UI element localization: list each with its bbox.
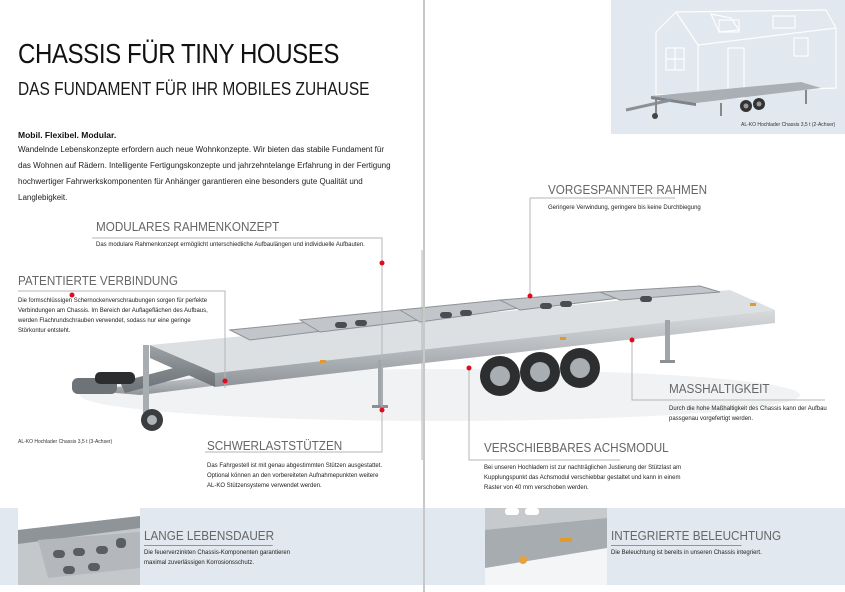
tiny-house-wireframe-illustration [625, 9, 837, 119]
axle-module [480, 348, 600, 396]
intro-headline: Mobil. Flexibel. Modular. [18, 130, 117, 140]
inset-chassis [625, 82, 821, 119]
callout-dots [69, 260, 635, 413]
bottom-feature-band [0, 508, 845, 585]
jockey-wheel-post [143, 345, 149, 415]
page-subtitle: DAS FUNDAMENT FÜR IHR MOBILES ZUHAUSE [18, 79, 370, 99]
feature-schwerlaststuetzen: SCHWERLASTSTÜTZEN Das Fahrgestell ist mi… [207, 438, 387, 491]
feature-title: LANGE LEBENSDAUER [144, 528, 274, 546]
page-title: CHASSIS FÜR TINY HOUSES [18, 38, 340, 69]
callout-dot-modular [379, 260, 385, 266]
callout-dot-verbindung [222, 378, 228, 384]
band-feature-lange-lebensdauer: LANGE LEBENSDAUER Die feuerverzinkten Ch… [144, 528, 304, 568]
chassis-frame [150, 290, 775, 373]
rear-light [519, 556, 527, 564]
feature-vorgespannter-rahmen: VORGESPANNTER RAHMEN Geringere Verwindun… [548, 182, 748, 213]
feature-verschiebbares-achsmodul: VERSCHIEBBARES ACHSMODUL Bei unseren Hoc… [484, 440, 689, 493]
thumbnail-lighting-detail [485, 508, 607, 585]
intro-body: Wandelnde Lebenskonzepte erfordern auch … [18, 145, 391, 202]
inset-image-caption: AL-KO Hochlader Chassis 3,5 t (2-Achser) [741, 122, 836, 128]
band-feature-integrierte-beleuchtung: INTEGRIERTE BELEUCHTUNG Die Beleuchtung … [611, 528, 791, 558]
callout-dot-rahmen [527, 293, 533, 299]
feature-text: Durch die hohe Maßhaltigkeit des Chassis… [669, 406, 827, 422]
feature-title: PATENTIERTE VERBINDUNG [18, 273, 178, 288]
callout-dot-masshaltigkeit [629, 337, 635, 343]
page-fold-divider [423, 0, 425, 592]
callout-dot-stuetzen [379, 407, 385, 413]
thumbnail-frame-detail [18, 508, 140, 585]
feature-text: Die feuerverzinkten Chassis-Komponenten … [144, 550, 291, 566]
tiny-house-inset-image: AL-KO Hochlader Chassis 3,5 t (2-Achser) [611, 0, 845, 134]
side-marker-light [560, 538, 572, 542]
feature-text: Geringere Verwindung, geringere bis kein… [548, 205, 701, 211]
feature-text: Die formschlüssigen Schernockenverschrau… [18, 298, 208, 334]
feature-patentierte-verbindung: PATENTIERTE VERBINDUNG Die formschlüssig… [18, 273, 218, 336]
callout-dot-achsmodul [466, 365, 472, 371]
feature-title: VERSCHIEBBARES ACHSMODUL [484, 440, 669, 455]
feature-title: SCHWERLASTSTÜTZEN [207, 438, 343, 453]
feature-text: Bei unseren Hochladern ist zur nachträgl… [484, 465, 682, 491]
feature-text: Die Beleuchtung ist bereits in unseren C… [611, 550, 762, 556]
feature-modulares-rahmenkonzept: MODULARES RAHMENKONZEPT Das modulare Rah… [96, 219, 396, 250]
main-image-caption: AL-KO Hochlader Chassis 3,5 t (3-Achser) [18, 439, 113, 445]
feature-title: INTEGRIERTE BELEUCHTUNG [611, 528, 781, 546]
feature-text: Das Fahrgestell ist mit genau abgestimmt… [207, 463, 383, 489]
feature-text: Das modulare Rahmenkonzept ermöglicht un… [96, 242, 365, 248]
feature-title: MASSHALTIGKEIT [669, 381, 770, 396]
feature-title: MODULARES RAHMENKONZEPT [96, 219, 280, 234]
support-leg [378, 360, 383, 405]
feature-title: VORGESPANNTER RAHMEN [548, 182, 708, 197]
feature-masshaltigkeit: MASSHALTIGKEIT Durch die hohe Maßhaltigk… [669, 381, 839, 424]
support-leg [665, 320, 670, 360]
callout-dot-jack [69, 292, 75, 298]
